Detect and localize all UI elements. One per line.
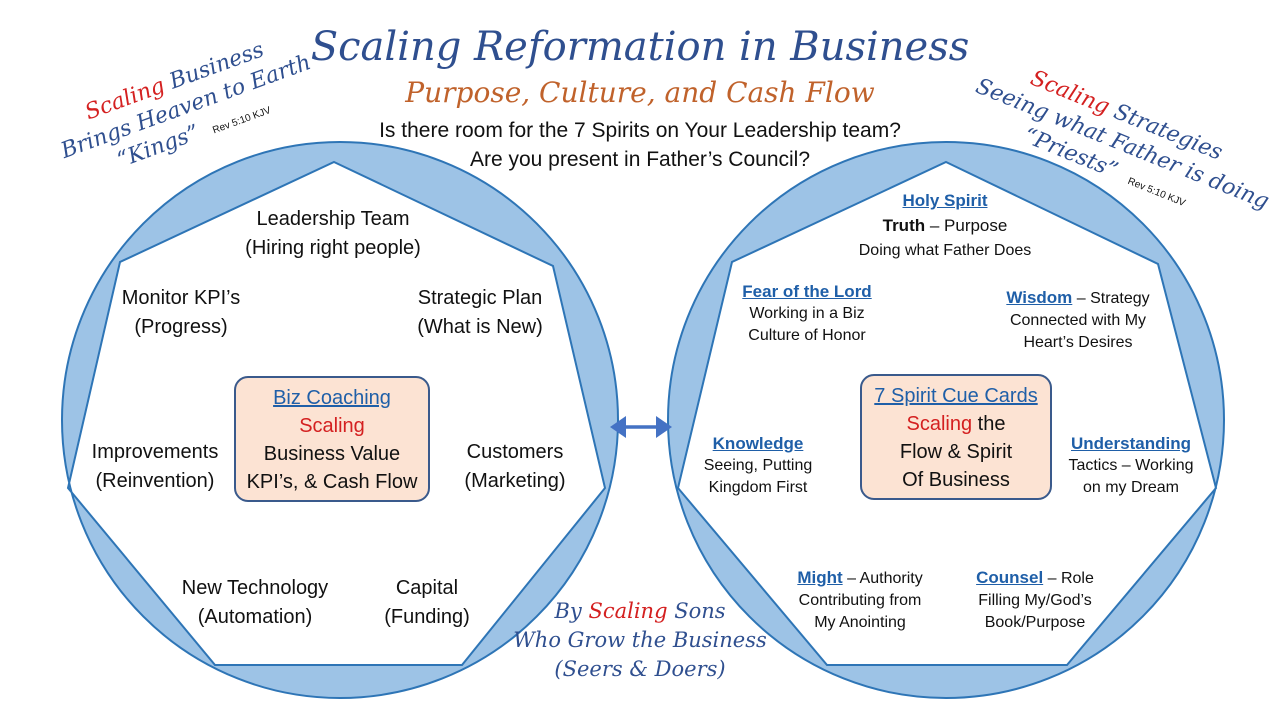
biz-coaching-link[interactable]: Biz Coaching <box>273 387 391 409</box>
node-strategic-plan: Strategic Plan (What is New) <box>395 284 565 342</box>
fear-line-2: Working in a Biz <box>749 305 865 322</box>
counsel-role: – Role <box>1043 570 1094 587</box>
might-link[interactable]: Might <box>797 568 843 587</box>
knowledge-link[interactable]: Knowledge <box>712 434 804 453</box>
biz-coaching-line-3: Business Value <box>263 443 401 465</box>
node-monitor-sub: (Progress) <box>134 316 228 338</box>
node-knowledge: Knowledge Seeing, Putting Kingdom First <box>688 433 828 499</box>
might-line-3: My Anointing <box>814 614 906 631</box>
knowledge-line-3: Kingdom First <box>708 479 808 496</box>
node-leadership-title: Leadership Team <box>256 208 410 230</box>
node-strategic-sub: (What is New) <box>417 316 543 338</box>
node-understanding: Understanding Tactics – Working on my Dr… <box>1056 433 1206 499</box>
cue-cards-line-2: Scaling the <box>862 410 1050 438</box>
might-authority: – Authority <box>842 570 923 587</box>
wisdom-line-1: Wisdom – Strategy <box>988 287 1168 310</box>
sons-note-scaling: Scaling <box>588 599 668 623</box>
node-capital-title: Capital <box>395 577 459 599</box>
node-capital-sub: (Funding) <box>384 606 470 628</box>
cue-cards-link[interactable]: 7 Spirit Cue Cards <box>874 385 1038 407</box>
node-customers: Customers (Marketing) <box>445 438 585 496</box>
cue-cards-line-4: Of Business <box>902 469 1010 491</box>
holy-spirit-link[interactable]: Holy Spirit <box>902 191 988 210</box>
node-customers-title: Customers <box>466 441 564 463</box>
node-might: Might – Authority Contributing from My A… <box>775 567 945 634</box>
node-new-technology: New Technology (Automation) <box>160 574 350 632</box>
question-line-1: Is there room for the 7 Spirits on Your … <box>379 119 901 142</box>
node-counsel: Counsel – Role Filling My/God’s Book/Pur… <box>960 567 1110 634</box>
counsel-line-3: Book/Purpose <box>984 614 1086 631</box>
cue-cards-box: 7 Spirit Cue Cards Scaling the Flow & Sp… <box>860 374 1052 500</box>
sons-note: By Scaling Sons Who Grow the Business (S… <box>505 597 775 684</box>
node-holy-spirit: Holy Spirit Truth – Purpose Doing what F… <box>830 188 1060 263</box>
holy-spirit-truth: Truth <box>882 216 926 235</box>
might-line-1: Might – Authority <box>775 567 945 590</box>
left-circle-ring <box>60 141 620 699</box>
cue-cards-the: the <box>972 413 1006 435</box>
understanding-line-2: Tactics – Working <box>1068 457 1194 474</box>
counsel-line-1: Counsel – Role <box>960 567 1110 590</box>
wisdom-line-2: Connected with My <box>1009 312 1147 329</box>
holy-spirit-purpose: – Purpose <box>925 216 1008 235</box>
holy-spirit-line-2: Truth – Purpose <box>830 213 1060 238</box>
sons-note-line-2: Who Grow the Business <box>513 628 767 652</box>
understanding-link[interactable]: Understanding <box>1071 434 1191 453</box>
node-monitor-kpis: Monitor KPI’s (Progress) <box>101 284 261 342</box>
biz-coaching-line-4: KPI’s, & Cash Flow <box>246 471 418 493</box>
question-line-2: Are you present in Father’s Council? <box>469 148 811 171</box>
cue-cards-scaling: Scaling <box>906 413 973 435</box>
wisdom-link[interactable]: Wisdom <box>1006 288 1073 307</box>
wisdom-strategy: – Strategy <box>1072 290 1150 307</box>
counsel-line-2: Filling My/God’s <box>978 592 1092 609</box>
biz-coaching-box: Biz Coaching Scaling Business Value KPI’… <box>234 376 430 502</box>
counsel-link[interactable]: Counsel <box>976 568 1044 587</box>
node-customers-sub: (Marketing) <box>464 470 566 492</box>
sons-note-sons: Sons <box>667 599 726 623</box>
node-wisdom: Wisdom – Strategy Connected with My Hear… <box>988 287 1168 354</box>
sons-note-by: By <box>554 599 589 623</box>
wisdom-line-3: Heart’s Desires <box>1023 334 1133 351</box>
node-leadership-sub: (Hiring right people) <box>245 237 421 259</box>
page-subtitle: Purpose, Culture, and Cash Flow <box>405 76 875 109</box>
sons-note-line-3: (Seers & Doers) <box>554 657 726 681</box>
right-circle-ring <box>666 141 1226 699</box>
might-line-2: Contributing from <box>798 592 922 609</box>
biz-coaching-scaling: Scaling <box>299 415 365 437</box>
double-arrow-icon <box>610 416 672 438</box>
holy-spirit-line-3: Doing what Father Does <box>858 242 1032 259</box>
node-strategic-title: Strategic Plan <box>417 287 543 309</box>
fear-line-3: Culture of Honor <box>748 327 866 344</box>
node-technology-title: New Technology <box>181 577 329 599</box>
node-improvements: Improvements (Reinvention) <box>75 438 235 496</box>
node-technology-sub: (Automation) <box>197 606 313 628</box>
page-title: Scaling Reformation in Business <box>310 24 970 70</box>
node-fear-of-the-lord: Fear of the Lord Working in a Biz Cultur… <box>722 281 892 347</box>
cue-cards-line-3: Flow & Spirit <box>899 441 1013 463</box>
fear-of-the-lord-link[interactable]: Fear of the Lord <box>742 282 872 301</box>
node-capital: Capital (Funding) <box>367 574 487 632</box>
node-leadership-team: Leadership Team (Hiring right people) <box>213 205 453 263</box>
sons-note-line-1: By Scaling Sons <box>505 597 775 626</box>
understanding-line-3: on my Dream <box>1082 479 1180 496</box>
node-improvements-title: Improvements <box>91 441 219 463</box>
node-improvements-sub: (Reinvention) <box>95 470 215 492</box>
knowledge-line-2: Seeing, Putting <box>703 457 813 474</box>
node-monitor-title: Monitor KPI’s <box>121 287 241 309</box>
